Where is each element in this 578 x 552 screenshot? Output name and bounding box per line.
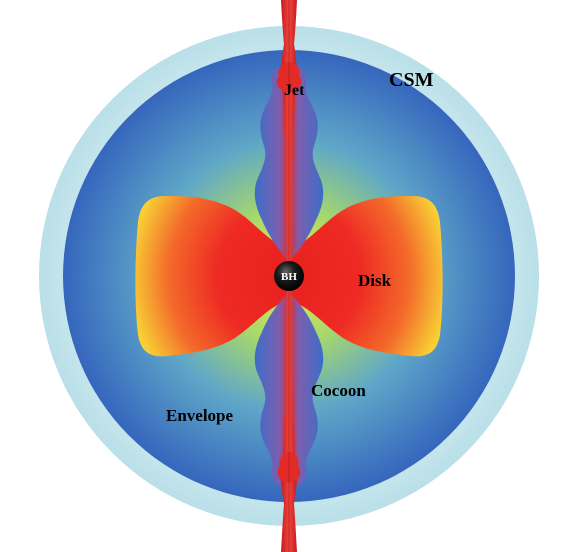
black-hole bbox=[274, 261, 304, 291]
label-bh: BH bbox=[281, 271, 297, 283]
label-disk: Disk bbox=[358, 271, 392, 290]
label-cocoon: Cocoon bbox=[311, 381, 366, 400]
label-envelope: Envelope bbox=[166, 406, 234, 425]
label-csm: CSM bbox=[389, 69, 434, 91]
label-jet: Jet bbox=[284, 82, 305, 99]
